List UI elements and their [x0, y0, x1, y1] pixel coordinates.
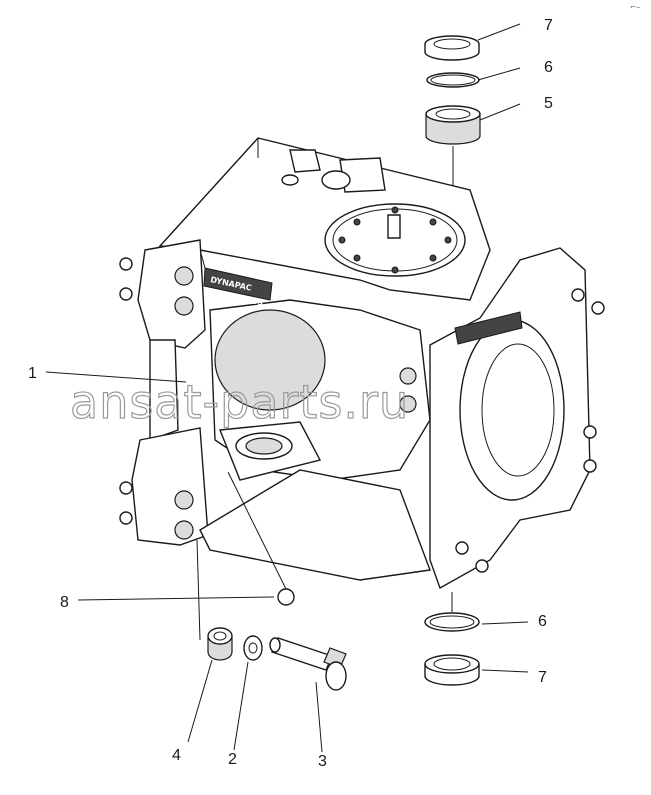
- top-seal-ring-part-7: [424, 35, 480, 61]
- bolt-part-3: [269, 637, 347, 691]
- callout-6-top: 6: [544, 59, 553, 76]
- callout-5: 5: [544, 95, 553, 112]
- ball-axis-line: [227, 471, 287, 590]
- callout-7-bottom: 7: [538, 669, 547, 686]
- callout-7-top: 7: [544, 17, 553, 34]
- callout-1: 1: [28, 365, 37, 382]
- ball-part-8: [277, 588, 295, 606]
- callout-3: 3: [318, 753, 327, 770]
- leader-lines: [45, 23, 529, 753]
- corner-mark: ⌐‒: [630, 3, 641, 11]
- washer-part-2: [243, 635, 263, 661]
- left-bolts: [119, 257, 194, 540]
- callout-2: 2: [228, 751, 237, 768]
- callout-6-bottom: 6: [538, 613, 547, 630]
- top-snap-ring-part-6: [426, 72, 480, 88]
- top-bearing-part-5: [425, 105, 481, 145]
- bushing-part-4: [207, 627, 233, 661]
- bottom-snap-ring-part-6: [424, 612, 480, 632]
- pin-axis-line: [196, 539, 201, 641]
- watermark: ansat-parts.ru: [70, 375, 409, 429]
- right-bolts: [399, 288, 605, 573]
- articulation-housing-part-1: DYNAPAC 4812140555: [119, 137, 605, 590]
- callout-4: 4: [172, 747, 181, 764]
- callout-8: 8: [60, 594, 69, 611]
- bottom-seal-ring-part-7: [424, 654, 480, 686]
